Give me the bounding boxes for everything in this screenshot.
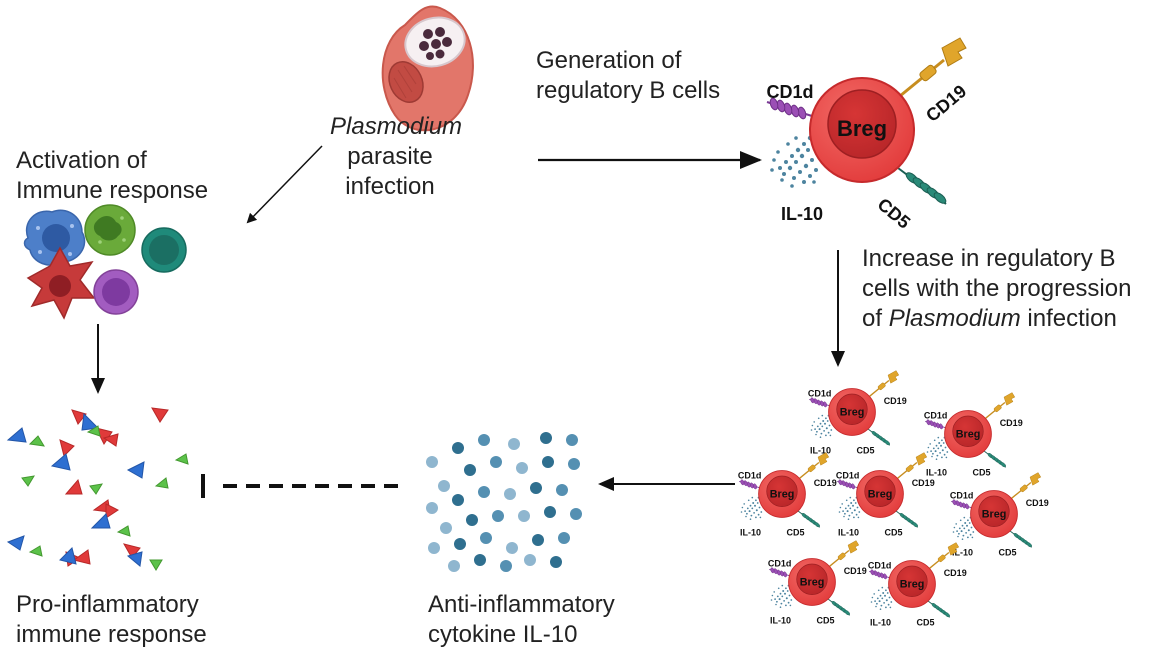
il10-molecule: [478, 486, 490, 498]
breg-cell-large: Breg CD1d CD19 CD5 IL-10: [765, 36, 970, 233]
il10-molecule: [568, 458, 580, 470]
il10-molecule: [464, 464, 476, 476]
il10-molecule: [426, 456, 438, 468]
il10-molecule: [480, 532, 492, 544]
il10-molecule: [550, 556, 562, 568]
small-il10-label: IL-10: [838, 527, 859, 537]
small-cd1d-label: CD1d: [836, 471, 860, 481]
small-cd5-label: CD5: [786, 527, 804, 537]
il10-molecule: [558, 532, 570, 544]
small-il10-label: IL-10: [926, 467, 947, 477]
breg-cluster: BregCD1dCD19CD5IL-10BregCD1dCD19CD5IL-10…: [738, 369, 1049, 627]
plasmodium-infected-cell-icon: [381, 5, 474, 132]
il10-molecule: [492, 510, 504, 522]
small-breg-label: Breg: [982, 509, 1007, 521]
small-cd1d-label: CD1d: [738, 471, 762, 481]
small-cd19-label: CD19: [944, 568, 967, 578]
arrow-to-activation: [246, 145, 323, 224]
il10-molecule: [508, 438, 520, 450]
il10-molecule: [524, 554, 536, 566]
small-il10-label: IL-10: [870, 617, 891, 627]
small-cd19-label: CD19: [844, 566, 867, 576]
small-cd19-label: CD19: [1026, 498, 1049, 508]
il10-cytokine-dots-icon: [426, 432, 582, 572]
generation-label: Generation of regulatory B cells: [536, 47, 721, 104]
anti-inflammatory-label: Anti-inflammatory cytokine IL-10: [428, 591, 615, 648]
il10-molecule: [466, 514, 478, 526]
small-breg-label: Breg: [770, 489, 795, 501]
infection-label: Plasmodium parasite infection: [330, 113, 463, 200]
small-cd1d-label: CD1d: [808, 389, 832, 399]
cd19-label: CD19: [922, 81, 970, 126]
small-breg-label: Breg: [800, 577, 825, 589]
small-breg-label: Breg: [840, 407, 865, 419]
il10-molecule: [556, 484, 568, 496]
il10-molecule: [566, 434, 578, 446]
il10-molecule: [504, 488, 516, 500]
small-cd19-label: CD19: [912, 478, 935, 488]
small-cd1d-label: CD1d: [768, 559, 792, 569]
small-il10-label: IL-10: [740, 527, 761, 537]
small-il10-label: IL-10: [952, 547, 973, 557]
small-breg-label: Breg: [868, 489, 893, 501]
il10-molecule: [500, 560, 512, 572]
small-cd5-label: CD5: [916, 617, 934, 627]
il10-molecule: [516, 462, 528, 474]
inhibition-line: [201, 474, 398, 498]
il10-molecule: [448, 560, 460, 572]
il10-molecule: [452, 494, 464, 506]
il10-molecule: [428, 542, 440, 554]
il10-molecule: [570, 508, 582, 520]
il10-molecule: [440, 522, 452, 534]
il10-molecule: [474, 554, 486, 566]
small-cd5-label: CD5: [972, 467, 990, 477]
il10-molecule: [426, 502, 438, 514]
small-cd5-label: CD5: [856, 445, 874, 455]
small-cd19-label: CD19: [1000, 418, 1023, 428]
cd5-label: CD5: [874, 194, 914, 232]
small-cd1d-label: CD1d: [950, 491, 974, 501]
small-breg-label: Breg: [956, 429, 981, 441]
small-cd5-label: CD5: [816, 615, 834, 625]
il10-molecule: [506, 542, 518, 554]
immune-cells-icon: [23, 204, 187, 320]
small-cd1d-label: CD1d: [924, 411, 948, 421]
small-cd5-label: CD5: [998, 547, 1016, 557]
il10-molecule: [544, 506, 556, 518]
il10-molecule: [530, 482, 542, 494]
increase-label: Increase in regulatory B cells with the …: [862, 245, 1132, 332]
il10-molecule: [452, 442, 464, 454]
il10-molecule: [518, 510, 530, 522]
pro-inflammatory-triangles-icon: [6, 407, 189, 571]
cd1d-label: CD1d: [766, 82, 813, 102]
activation-label: Activation of Immune response: [16, 147, 209, 204]
small-il10-label: IL-10: [810, 445, 831, 455]
il10-molecule: [490, 456, 502, 468]
small-cd19-label: CD19: [814, 478, 837, 488]
pro-inflammatory-label: Pro-inflammatory immune response: [16, 591, 207, 648]
il10-label: IL-10: [781, 204, 823, 224]
breg-label: Breg: [837, 116, 887, 141]
small-il10-label: IL-10: [770, 615, 791, 625]
small-cd5-label: CD5: [884, 527, 902, 537]
il10-molecule: [532, 534, 544, 546]
small-cd1d-label: CD1d: [868, 561, 892, 571]
small-breg-label: Breg: [900, 579, 925, 591]
il10-molecule: [438, 480, 450, 492]
il10-molecule: [540, 432, 552, 444]
il10-molecule: [454, 538, 466, 550]
small-cd19-label: CD19: [884, 396, 907, 406]
il10-molecule: [478, 434, 490, 446]
il10-molecule: [542, 456, 554, 468]
